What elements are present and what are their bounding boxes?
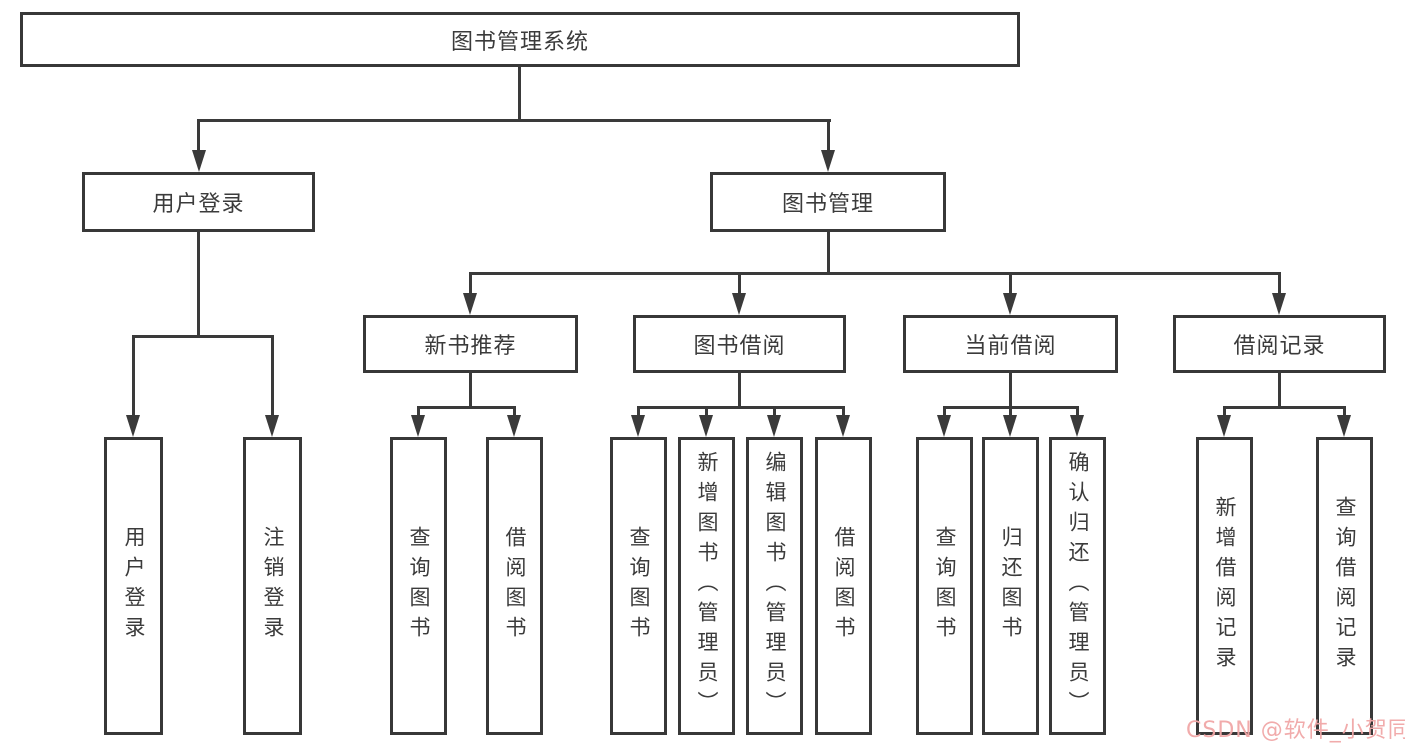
connector-v bbox=[469, 272, 472, 295]
leaf-records-query: 查询借阅记录 bbox=[1316, 437, 1373, 735]
leaf-borrow-borrow: 借阅图书 bbox=[815, 437, 872, 735]
connector-h bbox=[132, 335, 274, 338]
arrow-down-icon bbox=[1003, 293, 1017, 315]
leaf-current-return: 归还图书 bbox=[982, 437, 1039, 735]
connector-v bbox=[513, 406, 516, 418]
connector-v bbox=[271, 335, 274, 417]
node-label: 确认归还（管理员） bbox=[1066, 451, 1090, 721]
node-borrow-records: 借阅记录 bbox=[1173, 315, 1386, 373]
connector-v bbox=[1278, 371, 1281, 408]
leaf-current-query: 查询图书 bbox=[916, 437, 973, 735]
node-label: 新增借阅记录 bbox=[1213, 496, 1237, 676]
leaf-records-add: 新增借阅记录 bbox=[1196, 437, 1253, 735]
connector-v bbox=[738, 371, 741, 408]
connector-h bbox=[417, 406, 516, 409]
arrow-down-icon bbox=[1003, 415, 1017, 437]
connector-v bbox=[132, 335, 135, 417]
node-label: 归还图书 bbox=[999, 526, 1023, 646]
arrow-down-icon bbox=[463, 293, 477, 315]
leaf-borrow-edit-admin: 编辑图书（管理员） bbox=[746, 437, 803, 735]
connector-v bbox=[1278, 272, 1281, 295]
connector-v bbox=[943, 406, 946, 418]
node-label: 借阅图书 bbox=[832, 526, 856, 646]
connector-v bbox=[1009, 272, 1012, 295]
node-label: 借阅图书 bbox=[503, 526, 527, 646]
connector-h bbox=[469, 272, 1281, 275]
node-label: 借阅记录 bbox=[1233, 334, 1326, 359]
node-user-login: 用户登录 bbox=[82, 172, 315, 232]
node-label: 图书借阅 bbox=[693, 334, 786, 359]
arrow-down-icon bbox=[836, 415, 850, 437]
arrow-down-icon bbox=[126, 415, 140, 437]
node-label: 图书管理 bbox=[781, 192, 874, 217]
node-label: 查询图书 bbox=[407, 526, 431, 646]
arrow-down-icon bbox=[1337, 415, 1351, 437]
connector-v bbox=[1076, 406, 1079, 418]
connector-v bbox=[1009, 406, 1012, 418]
connector-v bbox=[197, 119, 200, 152]
leaf-logout: 注销登录 bbox=[243, 437, 302, 735]
connector-h bbox=[1223, 406, 1345, 409]
node-label: 编辑图书（管理员） bbox=[763, 451, 787, 721]
node-label: 查询图书 bbox=[933, 526, 957, 646]
connector-v bbox=[827, 230, 830, 274]
arrow-down-icon bbox=[411, 415, 425, 437]
node-label: 图书管理系统 bbox=[450, 29, 589, 55]
leaf-borrow-query: 查询图书 bbox=[610, 437, 667, 735]
csdn-watermark: CSDN @软件_小贺同学 bbox=[1186, 718, 1405, 743]
connector-v bbox=[197, 230, 200, 337]
arrow-down-icon bbox=[631, 415, 645, 437]
leaf-newbooks-query: 查询图书 bbox=[390, 437, 447, 735]
node-book-borrow: 图书借阅 bbox=[633, 315, 846, 373]
arrow-down-icon bbox=[507, 415, 521, 437]
connector-v bbox=[518, 66, 521, 121]
connector-v bbox=[1343, 406, 1346, 418]
connector-v bbox=[827, 119, 830, 152]
connector-h bbox=[197, 119, 831, 122]
arrow-down-icon bbox=[732, 293, 746, 315]
arrow-down-icon bbox=[1272, 293, 1286, 315]
node-label: 注销登录 bbox=[261, 526, 285, 646]
node-new-book-recommend: 新书推荐 bbox=[363, 315, 578, 373]
connector-v bbox=[1009, 371, 1012, 408]
connector-v bbox=[637, 406, 640, 418]
arrow-down-icon bbox=[937, 415, 951, 437]
node-current-borrow: 当前借阅 bbox=[903, 315, 1118, 373]
arrow-down-icon bbox=[767, 415, 781, 437]
connector-v bbox=[705, 406, 708, 418]
node-label: 用户登录 bbox=[152, 192, 245, 217]
arrow-down-icon bbox=[1070, 415, 1084, 437]
arrow-down-icon bbox=[821, 150, 835, 172]
node-label: 查询图书 bbox=[627, 526, 651, 646]
node-label: 用户登录 bbox=[122, 526, 146, 646]
leaf-borrow-add-admin: 新增图书（管理员） bbox=[678, 437, 735, 735]
arrow-down-icon bbox=[1217, 415, 1231, 437]
node-label: 当前借阅 bbox=[964, 334, 1057, 359]
node-root-system: 图书管理系统 bbox=[20, 12, 1020, 67]
leaf-user-login: 用户登录 bbox=[104, 437, 163, 735]
connector-v bbox=[842, 406, 845, 418]
arrow-down-icon bbox=[699, 415, 713, 437]
connector-v bbox=[469, 371, 472, 408]
connector-v bbox=[738, 272, 741, 295]
leaf-newbooks-borrow: 借阅图书 bbox=[486, 437, 543, 735]
connector-v bbox=[1223, 406, 1226, 418]
node-label: 查询借阅记录 bbox=[1333, 496, 1357, 676]
connector-v bbox=[773, 406, 776, 418]
node-label: 新书推荐 bbox=[424, 334, 517, 359]
node-book-management: 图书管理 bbox=[710, 172, 946, 232]
arrow-down-icon bbox=[265, 415, 279, 437]
connector-v bbox=[417, 406, 420, 418]
arrow-down-icon bbox=[192, 150, 206, 172]
connector-h bbox=[637, 406, 845, 409]
node-label: 新增图书（管理员） bbox=[695, 451, 719, 721]
leaf-current-confirm-admin: 确认归还（管理员） bbox=[1049, 437, 1106, 735]
